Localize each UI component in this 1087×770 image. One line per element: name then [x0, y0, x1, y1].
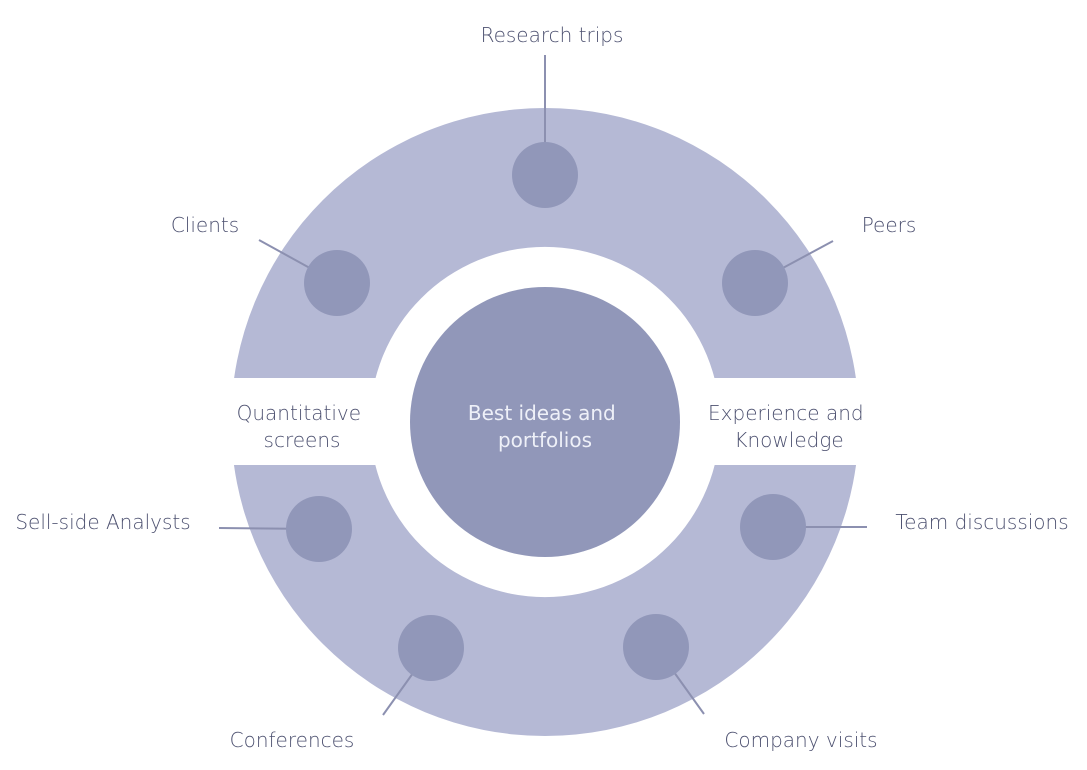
- node-label: Company visits: [724, 728, 877, 752]
- side-label-left-line-2: screens: [264, 428, 341, 452]
- node-circle: [398, 615, 464, 681]
- outer-ring: [231, 108, 859, 736]
- node-clients: Clients: [171, 213, 370, 316]
- node-circle: [286, 496, 352, 562]
- node-label: Conferences: [230, 728, 355, 752]
- node-circle: [512, 142, 578, 208]
- center-label: Best ideas and portfolios: [468, 401, 622, 452]
- node-sell-side-analysts: Sell-side Analysts: [15, 496, 352, 562]
- side-label-right-line-2: Knowledge: [734, 428, 843, 452]
- node-team-discussions: Team discussions: [740, 494, 1069, 560]
- node-label: Clients: [171, 213, 239, 237]
- side-label-left-line-1: Quantitative: [237, 401, 361, 425]
- side-label-right-line-1: Experience and: [708, 401, 864, 425]
- node-label: Peers: [862, 213, 917, 237]
- node-label: Research trips: [481, 23, 624, 47]
- center-label-line-2: portfolios: [498, 428, 592, 452]
- center-circle: [410, 287, 680, 557]
- center-label-line-1: Best ideas and: [468, 401, 616, 425]
- node-peers: Peers: [722, 213, 916, 316]
- node-label: Team discussions: [895, 510, 1068, 534]
- side-label-quantitative-screens: Quantitative screens: [237, 401, 368, 452]
- node-conferences: Conferences: [230, 615, 464, 752]
- side-label-experience-knowledge: Experience and Knowledge: [708, 401, 870, 452]
- node-circle: [623, 614, 689, 680]
- node-circle: [304, 250, 370, 316]
- node-circle: [740, 494, 806, 560]
- node-research-trips: Research trips: [481, 23, 624, 208]
- node-company-visits: Company visits: [623, 614, 878, 752]
- node-circle: [722, 250, 788, 316]
- node-label: Sell-side Analysts: [15, 510, 190, 534]
